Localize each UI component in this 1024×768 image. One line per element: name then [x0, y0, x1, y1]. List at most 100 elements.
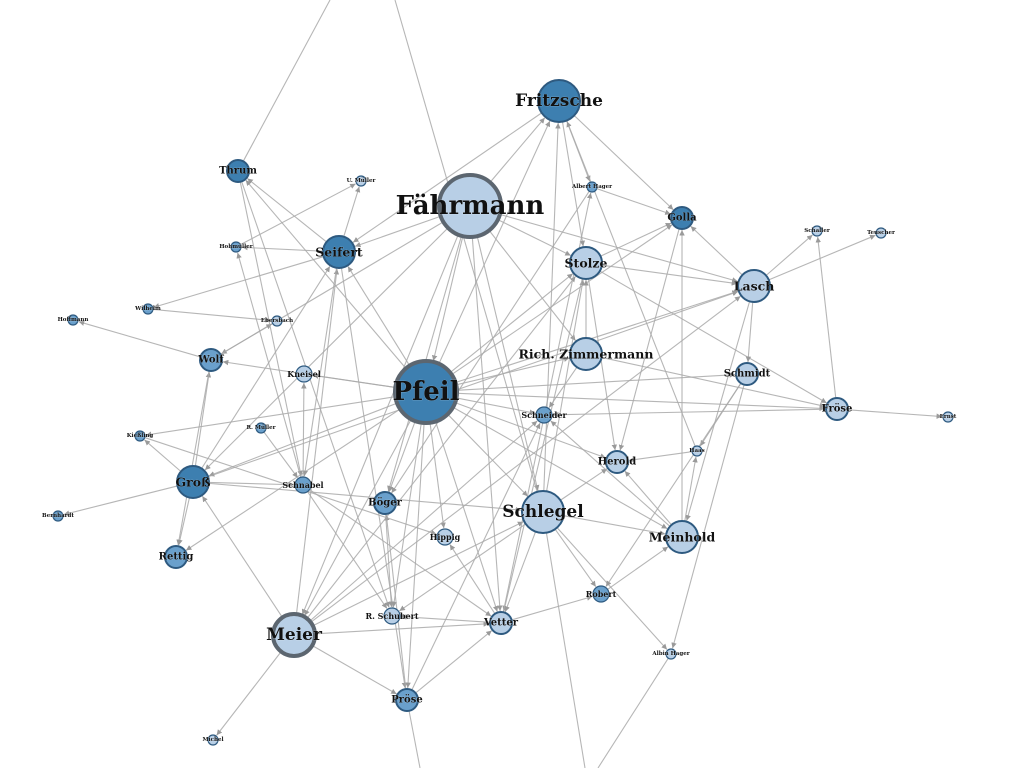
- node-circle-schmidt[interactable]: [735, 362, 759, 386]
- node-albert_hager[interactable]: Albert Hager: [571, 181, 612, 193]
- node-circle-schnabel[interactable]: [294, 476, 312, 494]
- edge-pfeil-r_schubert: [391, 422, 422, 608]
- edge-seifert-u_mueller: [343, 186, 361, 237]
- node-circle-herold[interactable]: [605, 450, 629, 474]
- node-circle-haas[interactable]: [691, 445, 703, 457]
- edge-meier-gross: [201, 495, 283, 618]
- node-circle-robert[interactable]: [592, 585, 610, 603]
- edge-faehrmann-meier: [301, 234, 459, 615]
- node-circle-michel[interactable]: [207, 734, 219, 746]
- node-haas[interactable]: Haas: [689, 445, 705, 457]
- edge-thrum-schnabel: [239, 181, 303, 477]
- node-thrum[interactable]: Thrum: [219, 159, 258, 183]
- node-proese[interactable]: Pröse: [391, 688, 423, 712]
- node-circle-pfeil[interactable]: [393, 359, 459, 425]
- node-circle-ernst[interactable]: [942, 411, 954, 423]
- edge-fritzsche-stolze: [561, 121, 586, 247]
- edge-gross-kiessling: [144, 439, 182, 472]
- edge-pfeil-schmidt: [456, 372, 736, 391]
- edge-froese-schaller: [815, 236, 837, 399]
- edge-pfeil-golla: [451, 224, 673, 376]
- edge-stolze-vetter: [502, 278, 583, 612]
- edge-wolf-ebersbach: [220, 323, 273, 355]
- node-circle-seifert[interactable]: [322, 235, 356, 269]
- node-circle-proese[interactable]: [395, 688, 419, 712]
- node-circle-hoffmann[interactable]: [67, 314, 79, 326]
- node-circle-rich_zimmermann[interactable]: [569, 337, 603, 371]
- edge-pfeil-vetter: [435, 421, 499, 612]
- edge-pfeil-thrum: [245, 179, 407, 369]
- node-gross[interactable]: Groß: [175, 465, 211, 499]
- node-fritzsche[interactable]: Fritzsche: [515, 79, 603, 123]
- edge-seifert-schnabel: [302, 267, 338, 477]
- edge-seifert-thrum: [247, 178, 327, 243]
- node-wolf[interactable]: Wolf: [197, 348, 225, 372]
- node-haupig[interactable]: Hippig: [429, 528, 461, 546]
- node-knoeppel[interactable]: Kneisel: [287, 365, 321, 383]
- node-circle-knoeppel[interactable]: [295, 365, 313, 383]
- node-circle-r_mueller[interactable]: [255, 422, 267, 434]
- node-herold[interactable]: Herold: [597, 450, 637, 474]
- node-circle-meinhold[interactable]: [665, 520, 699, 554]
- node-circle-rettig[interactable]: [164, 545, 188, 569]
- edge-schlegel-vetter: [504, 531, 537, 612]
- node-circle-hohmueller[interactable]: [230, 241, 242, 253]
- node-faehrmann[interactable]: Fährmann: [395, 173, 545, 239]
- node-circle-faehrmann[interactable]: [437, 173, 503, 239]
- node-michel[interactable]: Michel: [202, 734, 224, 746]
- edge-seifert-wilhelm: [153, 256, 324, 309]
- node-golla[interactable]: Golla: [667, 206, 697, 230]
- node-circle-fritzsche[interactable]: [537, 79, 581, 123]
- node-pfeil[interactable]: Pfeil: [392, 359, 460, 425]
- node-ernst[interactable]: Ernst: [939, 411, 957, 423]
- node-hohmueller[interactable]: Hohmüller: [219, 241, 253, 253]
- node-circle-stolze[interactable]: [569, 246, 603, 280]
- node-meier[interactable]: Meier: [266, 612, 323, 658]
- node-froese[interactable]: Fröse: [821, 397, 853, 421]
- node-circle-u_mueller[interactable]: [355, 175, 367, 187]
- node-r_schubert[interactable]: R. Schubert: [365, 607, 419, 625]
- node-albin_hager[interactable]: Albin Hager: [651, 648, 690, 660]
- node-circle-wilhelm[interactable]: [142, 303, 154, 315]
- node-circle-golla[interactable]: [670, 206, 694, 230]
- edge-rich_zimmermann-schneider: [548, 366, 578, 408]
- node-circle-ebersbach[interactable]: [271, 315, 283, 327]
- node-circle-r_schubert[interactable]: [383, 607, 401, 625]
- edge-golla-herold: [618, 228, 680, 451]
- node-circle-vetter[interactable]: [489, 611, 513, 635]
- node-circle-kiessling[interactable]: [134, 430, 146, 442]
- node-circle-thrum[interactable]: [226, 159, 250, 183]
- node-circle-froese[interactable]: [825, 397, 849, 421]
- edge-faehrmann-rich_zimmermann: [488, 230, 576, 341]
- node-circle-haupig[interactable]: [436, 528, 454, 546]
- node-vetter[interactable]: Vetter: [483, 611, 519, 635]
- node-circle-schlegel[interactable]: [521, 490, 565, 534]
- node-circle-schneider[interactable]: [535, 406, 553, 424]
- edge-albert_hager-boeger: [391, 190, 590, 494]
- edge-pfeil-haupig: [429, 422, 446, 529]
- node-circle-teuscher[interactable]: [875, 227, 887, 239]
- edge-pfeil-knoeppel: [312, 373, 396, 389]
- node-circle-boeger[interactable]: [373, 491, 397, 515]
- node-circle-gross[interactable]: [176, 465, 210, 499]
- edge-meier-stolze: [306, 276, 576, 619]
- edge-schnabel-r_schubert: [307, 491, 388, 609]
- edge-schmidt-robert: [605, 382, 742, 587]
- node-circle-albert_hager[interactable]: [586, 181, 598, 193]
- node-schaller[interactable]: Schaller: [804, 225, 830, 237]
- node-bernhardt[interactable]: Bernhardt: [42, 510, 75, 522]
- node-circle-wolf[interactable]: [199, 348, 223, 372]
- node-u_mueller[interactable]: U. Müller: [346, 175, 376, 187]
- edge-meier-vetter: [314, 621, 490, 635]
- node-circle-albin_hager[interactable]: [665, 648, 677, 660]
- node-circle-bernhardt[interactable]: [52, 510, 64, 522]
- node-circle-schaller[interactable]: [811, 225, 823, 237]
- edge-pfeil-proese: [405, 422, 425, 689]
- node-schlegel[interactable]: Schlegel: [502, 490, 585, 534]
- node-circle-lasch[interactable]: [737, 269, 771, 303]
- node-wilhelm[interactable]: Wilhelm: [134, 303, 161, 315]
- node-circle-meier[interactable]: [271, 612, 317, 658]
- node-stolze[interactable]: Stolze: [564, 246, 608, 280]
- edge-lasch-teuscher: [768, 234, 876, 281]
